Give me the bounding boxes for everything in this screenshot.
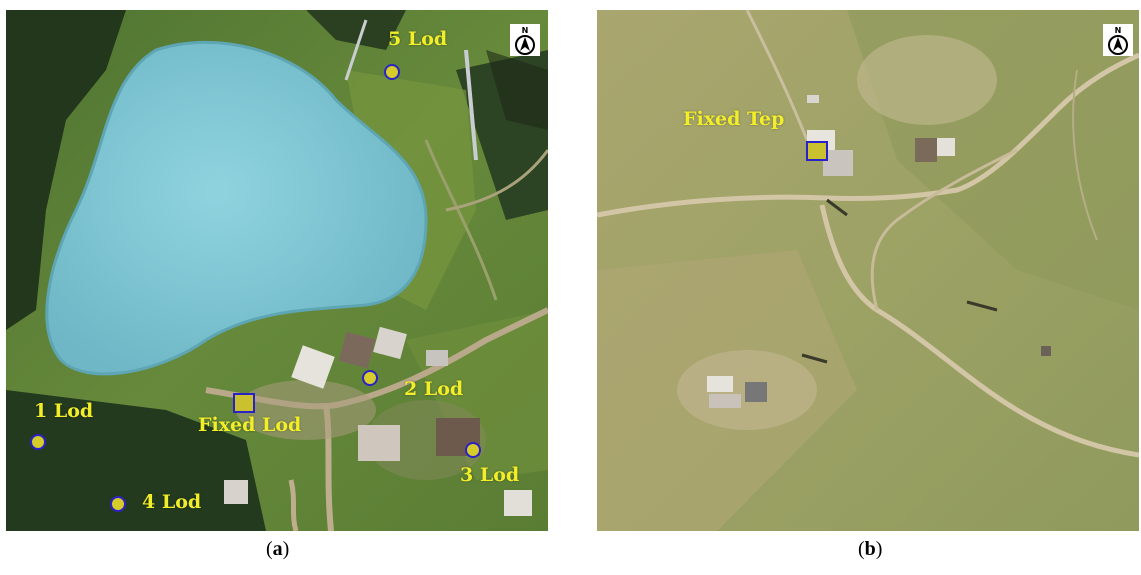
north-arrow-icon: N (1103, 24, 1133, 56)
label-5-lod: 5 Lod (388, 28, 448, 50)
fixed-point-lod (233, 393, 255, 413)
sample-point-3-lod (465, 442, 481, 458)
label-2-lod: 2 Lod (404, 378, 464, 400)
map-panel-a: N 5 Lod 2 Lod Fixed Lod 1 Lod 3 Lod 4 Lo… (6, 10, 548, 531)
north-letter: N (522, 26, 529, 35)
label-fixed-tep: Fixed Tep (683, 108, 785, 130)
sample-point-2-lod (362, 370, 378, 386)
label-fixed-lod: Fixed Lod (198, 414, 302, 436)
label-3-lod: 3 Lod (460, 464, 520, 486)
label-1-lod: 1 Lod (34, 400, 94, 422)
north-letter: N (1115, 26, 1122, 35)
caption-b: (b) (858, 538, 883, 560)
map-panel-b: N Fixed Tep (597, 10, 1139, 531)
caption-a: (a) (266, 538, 290, 560)
label-4-lod: 4 Lod (142, 491, 202, 513)
fixed-point-tep (806, 141, 828, 161)
north-arrow-icon: N (510, 24, 540, 56)
sample-point-4-lod (110, 496, 126, 512)
sample-point-1-lod (30, 434, 46, 450)
aerial-image-lake (6, 10, 548, 531)
aerial-image-pasture (597, 10, 1139, 531)
sample-point-5-lod (384, 64, 400, 80)
